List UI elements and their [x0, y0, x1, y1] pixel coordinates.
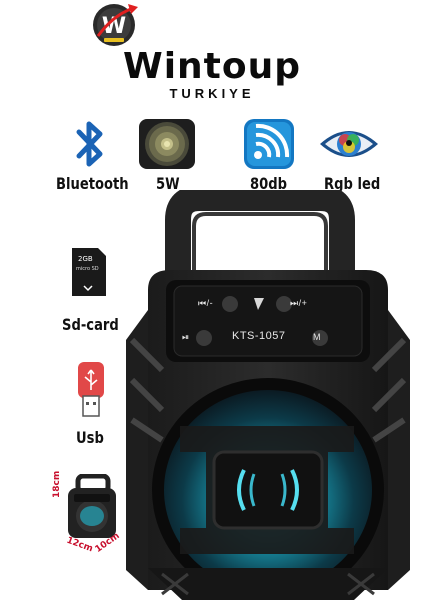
feature-label-power: 5W — [156, 174, 180, 193]
feature-label-loudness: 80db — [250, 174, 288, 193]
button-prev-label: ⏮/- — [198, 298, 214, 308]
wireless-signal-icon — [244, 119, 294, 169]
speaker-thumbnail — [68, 474, 116, 538]
usb-drive-icon — [78, 362, 104, 417]
dimension-height: 18cm — [52, 470, 62, 498]
brand-emblem-icon: W — [93, 4, 138, 46]
rgb-eye-icon — [320, 131, 378, 157]
button-play-label: ⏯ — [182, 332, 190, 342]
speaker-product-image — [126, 190, 410, 600]
sd-card-capacity: 2GB — [78, 255, 93, 263]
feature-label-rgb: Rgb led — [324, 174, 381, 193]
brand-logo: W Wintoup TURKIYE — [0, 0, 424, 110]
button-next-label: ⏭/+ — [290, 298, 308, 308]
bluetooth-icon — [76, 121, 103, 167]
speaker-woofer-icon — [139, 119, 195, 169]
button-mode-label: M — [313, 332, 321, 342]
feature-label-sdcard: Sd-card — [62, 315, 119, 334]
brand-name: Wintoup — [122, 46, 302, 87]
brand-country: TURKIYE — [169, 86, 255, 101]
sd-card-icon: 2GB micro SD — [72, 248, 106, 296]
sd-card-type: micro SD — [76, 266, 99, 272]
feature-label-bluetooth: Bluetooth — [56, 174, 129, 193]
feature-label-usb: Usb — [76, 428, 104, 447]
product-model-label: KTS-1057 — [232, 330, 286, 342]
